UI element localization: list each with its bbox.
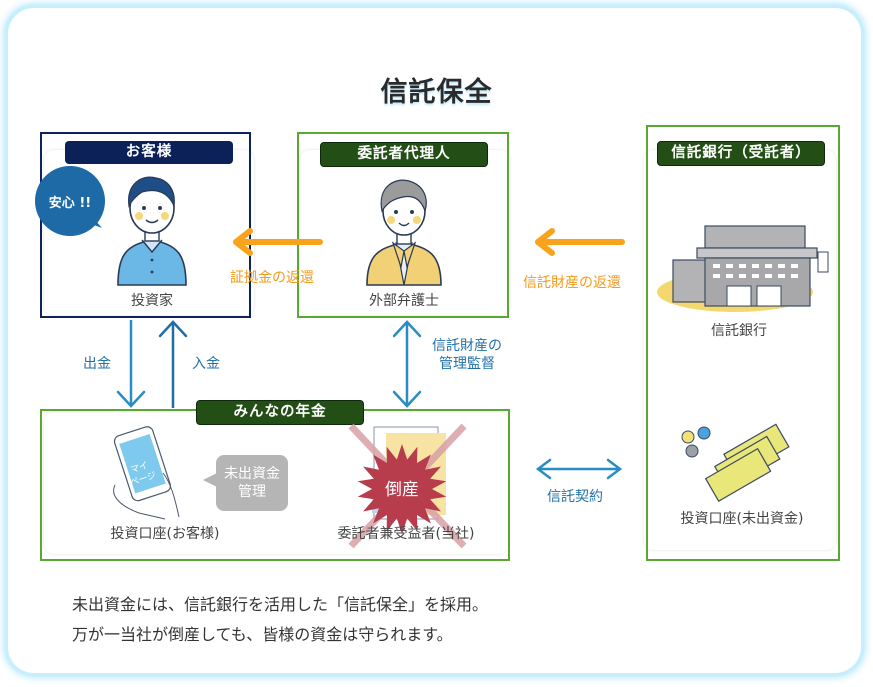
bubble-line2: 管理: [238, 484, 266, 500]
bank-box: [646, 125, 840, 561]
collateral-return-label: 証拠金の返還: [230, 270, 314, 286]
withdrawal-label: 出金: [83, 356, 111, 372]
supervision-label: 信託財産の 管理監督: [432, 337, 502, 373]
supervision-arrow-icon: [392, 320, 422, 408]
unfunded-account-label: 投資口座(未出資金): [680, 511, 804, 527]
company-tag: みんなの年金: [196, 400, 364, 425]
trust-asset-return-arrow-icon: [535, 228, 625, 256]
investor-label: 投資家: [131, 293, 173, 309]
description: 未出資金には、信託銀行を活用した「信託保全」を採用。 万が一当社が倒産しても、皆…: [72, 590, 488, 650]
deposit-label: 入金: [192, 356, 220, 372]
customer-tag: お客様: [65, 141, 233, 164]
withdrawal-arrow-icon: [116, 320, 146, 408]
bubble-line1: 未出資金: [224, 466, 280, 482]
description-line1: 未出資金には、信託銀行を活用した「信託保全」を採用。: [72, 595, 489, 614]
trustor-beneficiary-label: 委託者兼受益者(当社): [337, 526, 475, 542]
customer-account-label: 投資口座(お客様): [110, 526, 220, 542]
agent-tag: 委託者代理人: [320, 142, 488, 167]
collateral-return-arrow-icon: [233, 228, 323, 256]
trust-contract-label: 信託契約: [547, 489, 603, 505]
bankruptcy-text: 倒産: [385, 480, 419, 500]
money-bills-icon: [681, 423, 790, 503]
bankruptcy-burst-icon: [357, 444, 447, 534]
description-line2: 万が一当社が倒産しても、皆様の資金は守られます。: [72, 625, 453, 644]
bank-tag: 信託銀行（受託者）: [657, 141, 825, 166]
trust-contract-arrow-icon: [535, 458, 623, 480]
gray-bubble-tail-icon: [203, 473, 217, 487]
customer-box: [40, 132, 251, 318]
deposit-arrow-icon: [158, 320, 188, 408]
lawyer-person-icon: [366, 179, 442, 286]
speech-bubble-tail-icon: [86, 212, 102, 228]
unfunded-management-bubble: 未出資金 管理: [216, 455, 288, 511]
supervision-line2: 管理監督: [439, 356, 495, 372]
agent-box: [297, 132, 509, 318]
page-title: 信託保全: [380, 77, 493, 108]
smartphone-hand-icon: [113, 426, 180, 520]
relief-text: 安心 !!: [48, 195, 92, 211]
bank-building-icon: [657, 225, 829, 312]
trust-asset-return-label: 信託財産の返還: [523, 275, 621, 291]
investor-person-icon: [117, 176, 187, 286]
bank-label: 信託銀行: [711, 323, 767, 339]
lawyer-label: 外部弁護士: [369, 293, 439, 309]
supervision-line1: 信託財産の: [432, 338, 502, 354]
